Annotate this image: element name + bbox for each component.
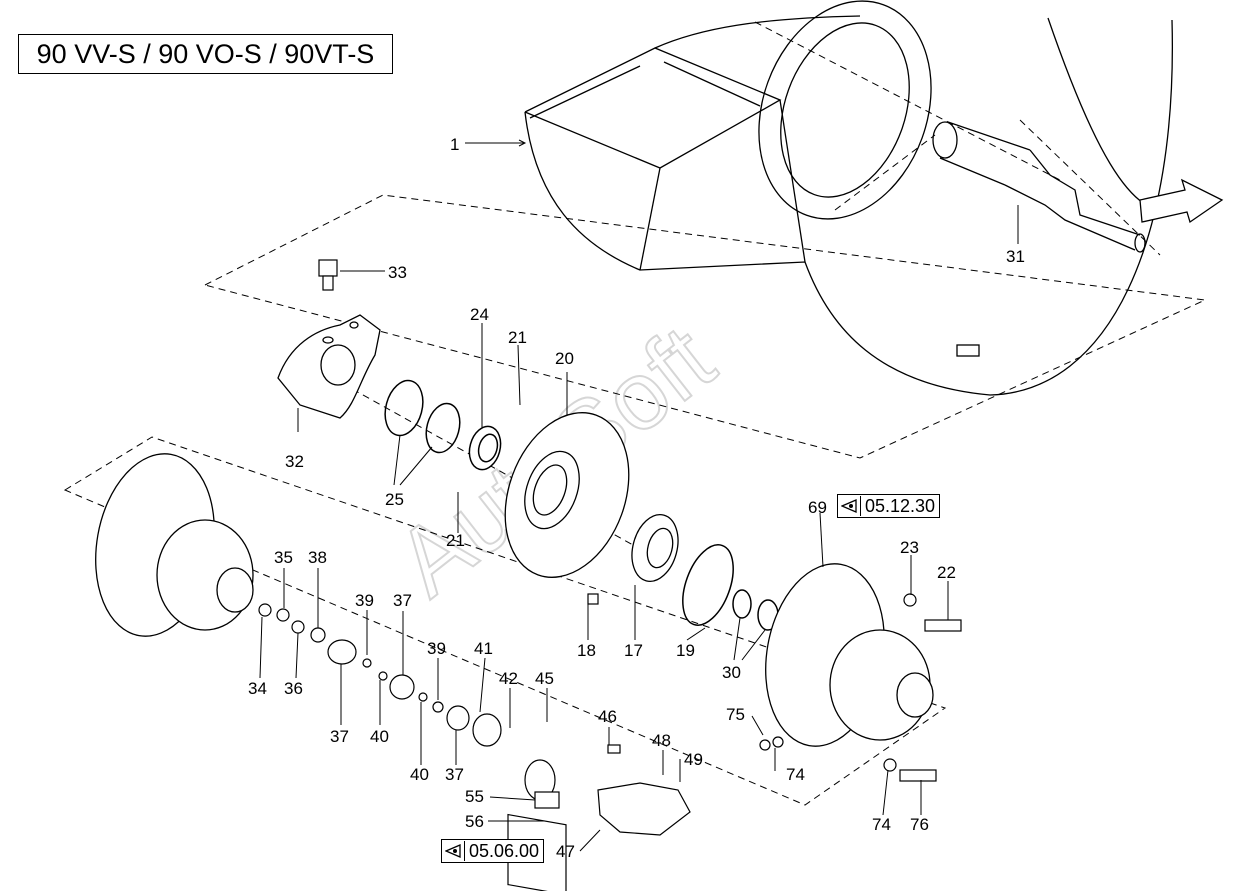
- callout: 34: [248, 679, 267, 698]
- callout: 74: [786, 765, 805, 784]
- screw-part-33: [318, 259, 338, 291]
- small-parts: [258, 593, 962, 896]
- callout: 47: [556, 842, 575, 861]
- callout: 41: [474, 639, 493, 658]
- callout: 75: [726, 705, 745, 724]
- gearbox-right-part-69: [765, 563, 934, 747]
- callout: 55: [465, 787, 484, 806]
- seal-part-24: [468, 425, 502, 471]
- callout: 30: [722, 663, 741, 682]
- callout: 22: [937, 563, 956, 582]
- o-rings-part-25: [384, 379, 461, 454]
- page-reference-05-06-00[interactable]: 05.06.00: [441, 839, 545, 863]
- callout: 45: [535, 669, 554, 688]
- callout: 39: [427, 639, 446, 658]
- callout: 24: [470, 305, 489, 324]
- page-ref-icon: [442, 841, 465, 861]
- callout: 25: [385, 490, 404, 509]
- callout: 33: [388, 263, 407, 282]
- page-reference-05-12-30[interactable]: 05.12.30: [837, 494, 941, 518]
- flow-arrow-icon: [1139, 178, 1224, 224]
- page-reference-label: 05.12.30: [865, 495, 936, 516]
- callout: 20: [555, 349, 574, 368]
- callout: 37: [330, 727, 349, 746]
- model-title: 90 VV-S / 90 VO-S / 90VT-S: [18, 34, 393, 74]
- callout: 17: [624, 641, 643, 660]
- callout: 21: [508, 328, 527, 347]
- gearbox-left: [95, 453, 254, 637]
- callout: 56: [465, 812, 484, 831]
- drum-assembly-boundary: [203, 194, 1207, 459]
- callout: 1: [450, 135, 459, 154]
- clamp-part-32: [277, 314, 381, 419]
- flange-part-20: [504, 412, 630, 578]
- callout: 21: [446, 531, 465, 550]
- callout: 39: [355, 591, 374, 610]
- drive-assembly-boundary: [63, 436, 947, 806]
- callout-labels: 1 31 33 24 21 20 32 25 21 69 23 22 35 38…: [248, 135, 1025, 861]
- callout: 49: [684, 750, 703, 769]
- callout: 46: [598, 707, 617, 726]
- callout: 40: [410, 765, 429, 784]
- callout: 32: [285, 452, 304, 471]
- callout: 23: [900, 538, 919, 557]
- callout: 74: [872, 815, 891, 834]
- callout: 19: [676, 641, 695, 660]
- callout: 38: [308, 548, 327, 567]
- leader-lines: [259, 139, 1019, 852]
- callout: 37: [393, 591, 412, 610]
- page-ref-icon: [838, 496, 861, 516]
- o-rings-part-19-30: [682, 544, 779, 631]
- callout: 69: [808, 498, 827, 517]
- callout: 48: [652, 731, 671, 750]
- page-reference-label: 05.06.00: [469, 840, 540, 861]
- callout: 18: [577, 641, 596, 660]
- callout: 36: [284, 679, 303, 698]
- callout: 35: [274, 548, 293, 567]
- drum-part-1: [524, 0, 1174, 396]
- callout: 40: [370, 727, 389, 746]
- bearing-part-17: [631, 514, 679, 582]
- callout: 42: [499, 669, 518, 688]
- shaft-part-31: [932, 121, 1146, 253]
- callout: 31: [1006, 247, 1025, 266]
- callout: 76: [910, 815, 929, 834]
- callout: 37: [445, 765, 464, 784]
